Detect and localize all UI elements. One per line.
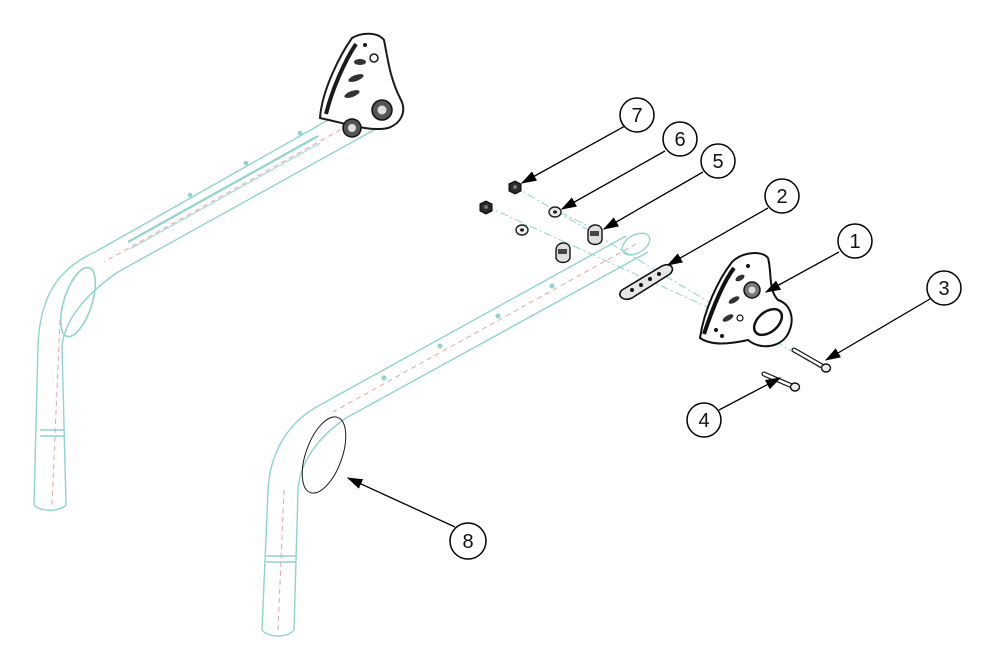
assembled-bracket-plate [318, 32, 405, 138]
callout-6: 6 [662, 121, 698, 157]
callout-2-label: 2 [776, 186, 787, 208]
leader-line-6 [560, 150, 666, 210]
leader-line-5 [602, 171, 704, 230]
leader-line-1 [764, 251, 840, 293]
part-7-locknut-second [479, 200, 493, 215]
exploded-armrest-dashes [277, 243, 637, 631]
callout-6-label: 6 [674, 129, 685, 151]
callout-5: 5 [700, 143, 736, 179]
leader-line-3 [824, 298, 931, 361]
callout-4: 4 [686, 402, 722, 438]
part-5-spacer-second [555, 242, 571, 264]
callout-1-label: 1 [849, 231, 860, 253]
callout-1: 1 [837, 223, 873, 259]
part-1-armrest-bracket [698, 252, 793, 348]
leader-line-8 [346, 477, 456, 528]
callout-2: 2 [764, 178, 800, 214]
part-4-screw [761, 371, 801, 392]
part-6-washer-second [515, 224, 529, 236]
assembled-armrest-dashes [51, 111, 373, 506]
part-7-locknut [508, 180, 522, 195]
callout-3-label: 3 [938, 278, 949, 300]
callout-5-label: 5 [712, 151, 723, 173]
exploded-armrest-tube [261, 232, 651, 637]
part-2-mounting-plate [619, 263, 674, 301]
callout-8-label: 8 [462, 531, 473, 553]
leader-line-4 [718, 377, 782, 411]
leader-line-2 [666, 207, 769, 266]
callout-3: 3 [926, 270, 962, 306]
callout-8: 8 [449, 522, 487, 560]
leader-line-7 [520, 125, 626, 184]
part-5-spacer [587, 224, 603, 246]
callout-7-label: 7 [631, 105, 642, 127]
assembled-armrest-tube [33, 101, 393, 511]
callout-7: 7 [619, 97, 655, 133]
leader-lines [346, 125, 931, 528]
callout-4-label: 4 [698, 410, 709, 432]
part-6-washer [548, 206, 562, 218]
part-3-screw [791, 347, 832, 373]
